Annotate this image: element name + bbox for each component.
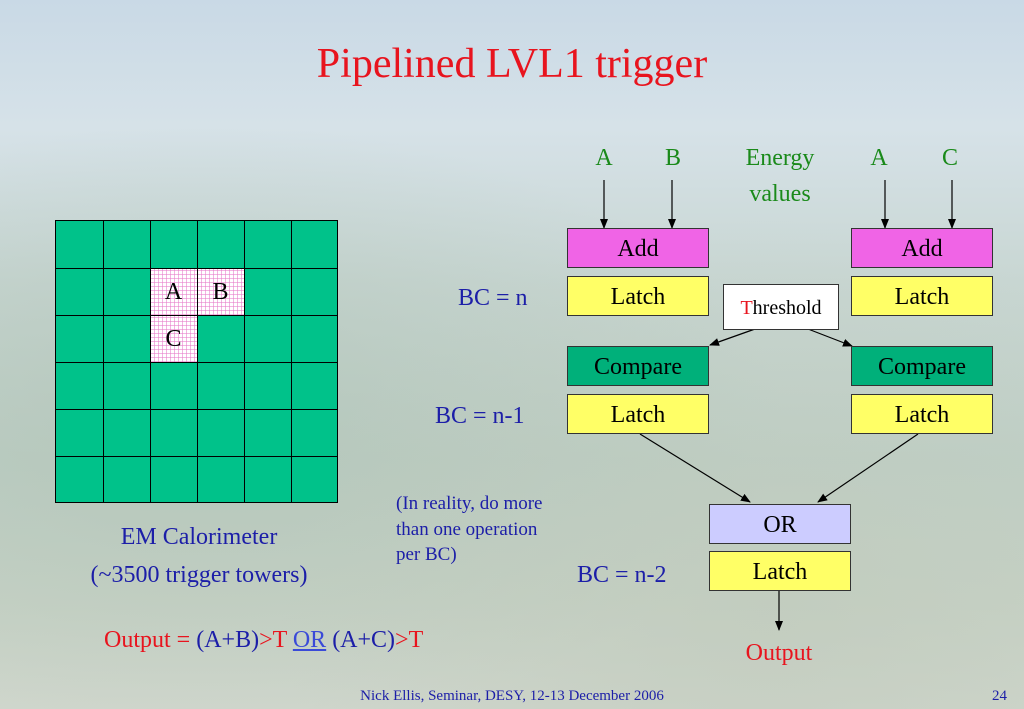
or-block: OR — [709, 504, 851, 544]
calorimeter-grid: A B C — [55, 220, 338, 503]
reality-note: (In reality, do more than one operation … — [396, 491, 616, 568]
stage-label-bc-n2: BC = n-2 — [577, 562, 667, 588]
add-block-right: Add — [851, 228, 993, 268]
latch-block-left-1: Latch — [567, 276, 709, 316]
threshold-block: Threshold — [723, 284, 839, 330]
formula-eq: = — [170, 627, 197, 653]
cell-b-label: B — [212, 279, 229, 305]
input-c-right: C — [941, 145, 958, 171]
formula-gt1: >T — [259, 627, 287, 653]
formula-or: OR — [292, 627, 327, 653]
latch-block-final: Latch — [709, 551, 851, 591]
reality-note-line2: than one operation — [396, 518, 538, 540]
energy-values-line2: values — [749, 181, 811, 207]
compare-block-left: Compare — [567, 346, 709, 386]
energy-values-line1: Energy — [745, 145, 815, 171]
stage-label-bc-n1: BC = n-1 — [435, 403, 525, 429]
threshold-initial: T — [740, 297, 753, 319]
cell-a — [150, 268, 197, 315]
output-label: Output — [745, 640, 813, 666]
compare-block-right: Compare — [851, 346, 993, 386]
formula-ab: (A+B) — [196, 627, 260, 653]
slide-title: Pipelined LVL1 trigger — [316, 41, 708, 87]
cell-a-label: A — [164, 279, 183, 305]
input-a-right: A — [870, 145, 888, 171]
output-formula: Output = (A+B)>T OR (A+C)>T — [104, 627, 423, 654]
latch-block-right-1: Latch — [851, 276, 993, 316]
calorimeter-caption-line1: EM Calorimeter — [120, 524, 278, 550]
threshold-rest: hreshold — [752, 297, 822, 319]
latch-block-right-2: Latch — [851, 394, 993, 434]
latch-block-left-2: Latch — [567, 394, 709, 434]
footer-text: Nick Ellis, Seminar, DESY, 12-13 Decembe… — [360, 688, 664, 704]
stage-label-bc-n: BC = n — [458, 285, 528, 311]
formula-output: Output — [104, 627, 171, 653]
reality-note-line1: (In reality, do more — [396, 493, 543, 514]
cell-b — [197, 268, 244, 315]
cell-c-label: C — [165, 326, 182, 352]
formula-gt2: >T — [395, 627, 424, 653]
input-b-left: B — [664, 145, 681, 171]
formula-ac: (A+C) — [332, 627, 396, 653]
page-number: 24 — [992, 688, 1007, 704]
add-block-left: Add — [567, 228, 709, 268]
reality-note-line3: per BC) — [396, 544, 457, 566]
calorimeter-caption-line2: (~3500 trigger towers) — [90, 562, 308, 588]
cell-c — [150, 315, 197, 362]
input-a-left: A — [595, 145, 613, 171]
